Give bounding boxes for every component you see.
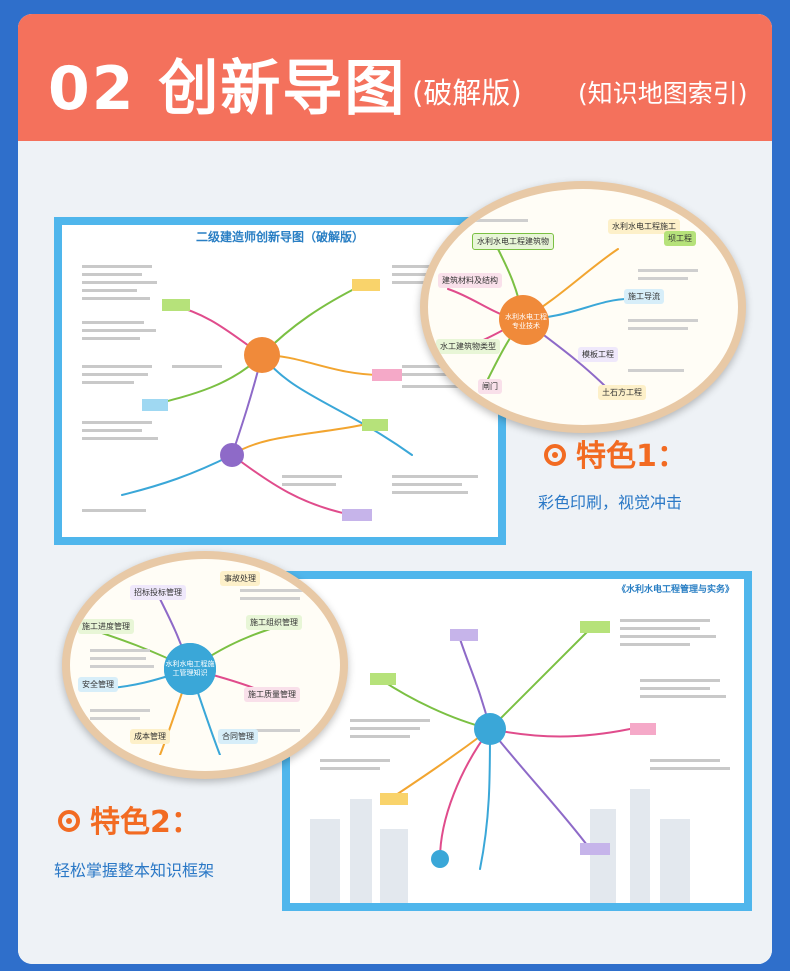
showcase-area: 二级建造师创新导图（破解版） — [18, 141, 772, 964]
lens-1-node-5: 坝工程 — [664, 231, 696, 246]
lens-1-node-2: 建筑材料及结构 — [438, 273, 502, 288]
lens-2-node-2: 施工组织管理 — [246, 615, 302, 630]
lens-2-center-node: 水利水电工程施工管理知识 — [164, 643, 216, 695]
feature-1-title: 特色1： — [544, 431, 687, 475]
feature-2-description: 轻松掌握整本知识框架 — [54, 861, 215, 880]
mindmap-poster-2: 《水利水电工程管理与实务》 — [282, 571, 752, 911]
lens-1-node-9: 土石方工程 — [598, 385, 646, 400]
target-icon — [58, 809, 80, 832]
lens-2-node-4: 施工进度管理 — [78, 619, 134, 634]
poster-1-mindmap-graphic — [82, 265, 482, 521]
content-card: 02 创新导图 (破解版) (知识地图索引) 二级建造师创新导图（破解版） — [18, 14, 772, 964]
header-banner: 02 创新导图 (破解版) (知识地图索引) — [18, 14, 772, 141]
lens-1-center-node: 水利水电工程专业技术 — [503, 299, 549, 345]
lens-1-node-4: 施工导流 — [624, 289, 664, 304]
banner-title: 02 创新导图 — [48, 54, 407, 124]
lens-2-node-7: 合同管理 — [218, 729, 258, 744]
lens-2-node-8: 事故处理 — [220, 571, 260, 586]
banner-subtitle-edition: (破解版) — [412, 76, 522, 110]
lens-2-node-6: 成本管理 — [130, 729, 170, 744]
lens-1-node-1: 水利水电工程建筑物 — [472, 233, 554, 250]
poster-2-mindmap-graphic — [310, 619, 730, 903]
lens-2-node-1: 招标投标管理 — [130, 585, 186, 600]
feature-2-title: 特色2： — [58, 797, 201, 841]
target-icon — [544, 443, 566, 466]
lens-2-node-3: 施工质量管理 — [244, 687, 300, 702]
lens-1-node-7: 水工建筑物类型 — [436, 339, 500, 354]
magnifier-lens-1: 水利水电工程专业技术 水利水电工程建筑物 建筑材料及结构 水利水电工程施工 施工… — [420, 181, 746, 433]
magnifier-lens-2: 水利水电工程施工管理知识 招标投标管理 施工组织管理 施工质量管理 施工进度管理… — [62, 551, 348, 779]
feature-2-title-text: 特色2： — [90, 805, 201, 840]
feature-1-description: 彩色印刷，视觉冲击 — [538, 493, 683, 512]
lens-1-node-8: 闸门 — [478, 379, 502, 394]
lens-1-node-6: 模板工程 — [578, 347, 618, 362]
lens-2-node-5: 安全管理 — [78, 677, 118, 692]
lens-1-node-3: 水利水电工程施工 — [608, 219, 680, 234]
feature-1-title-text: 特色1： — [576, 439, 687, 474]
poster-2-title: 《水利水电工程管理与实务》 — [616, 585, 734, 595]
poster-1-title: 二级建造师创新导图（破解版） — [195, 230, 364, 244]
banner-subtitle-index: (知识地图索引) — [578, 79, 748, 108]
